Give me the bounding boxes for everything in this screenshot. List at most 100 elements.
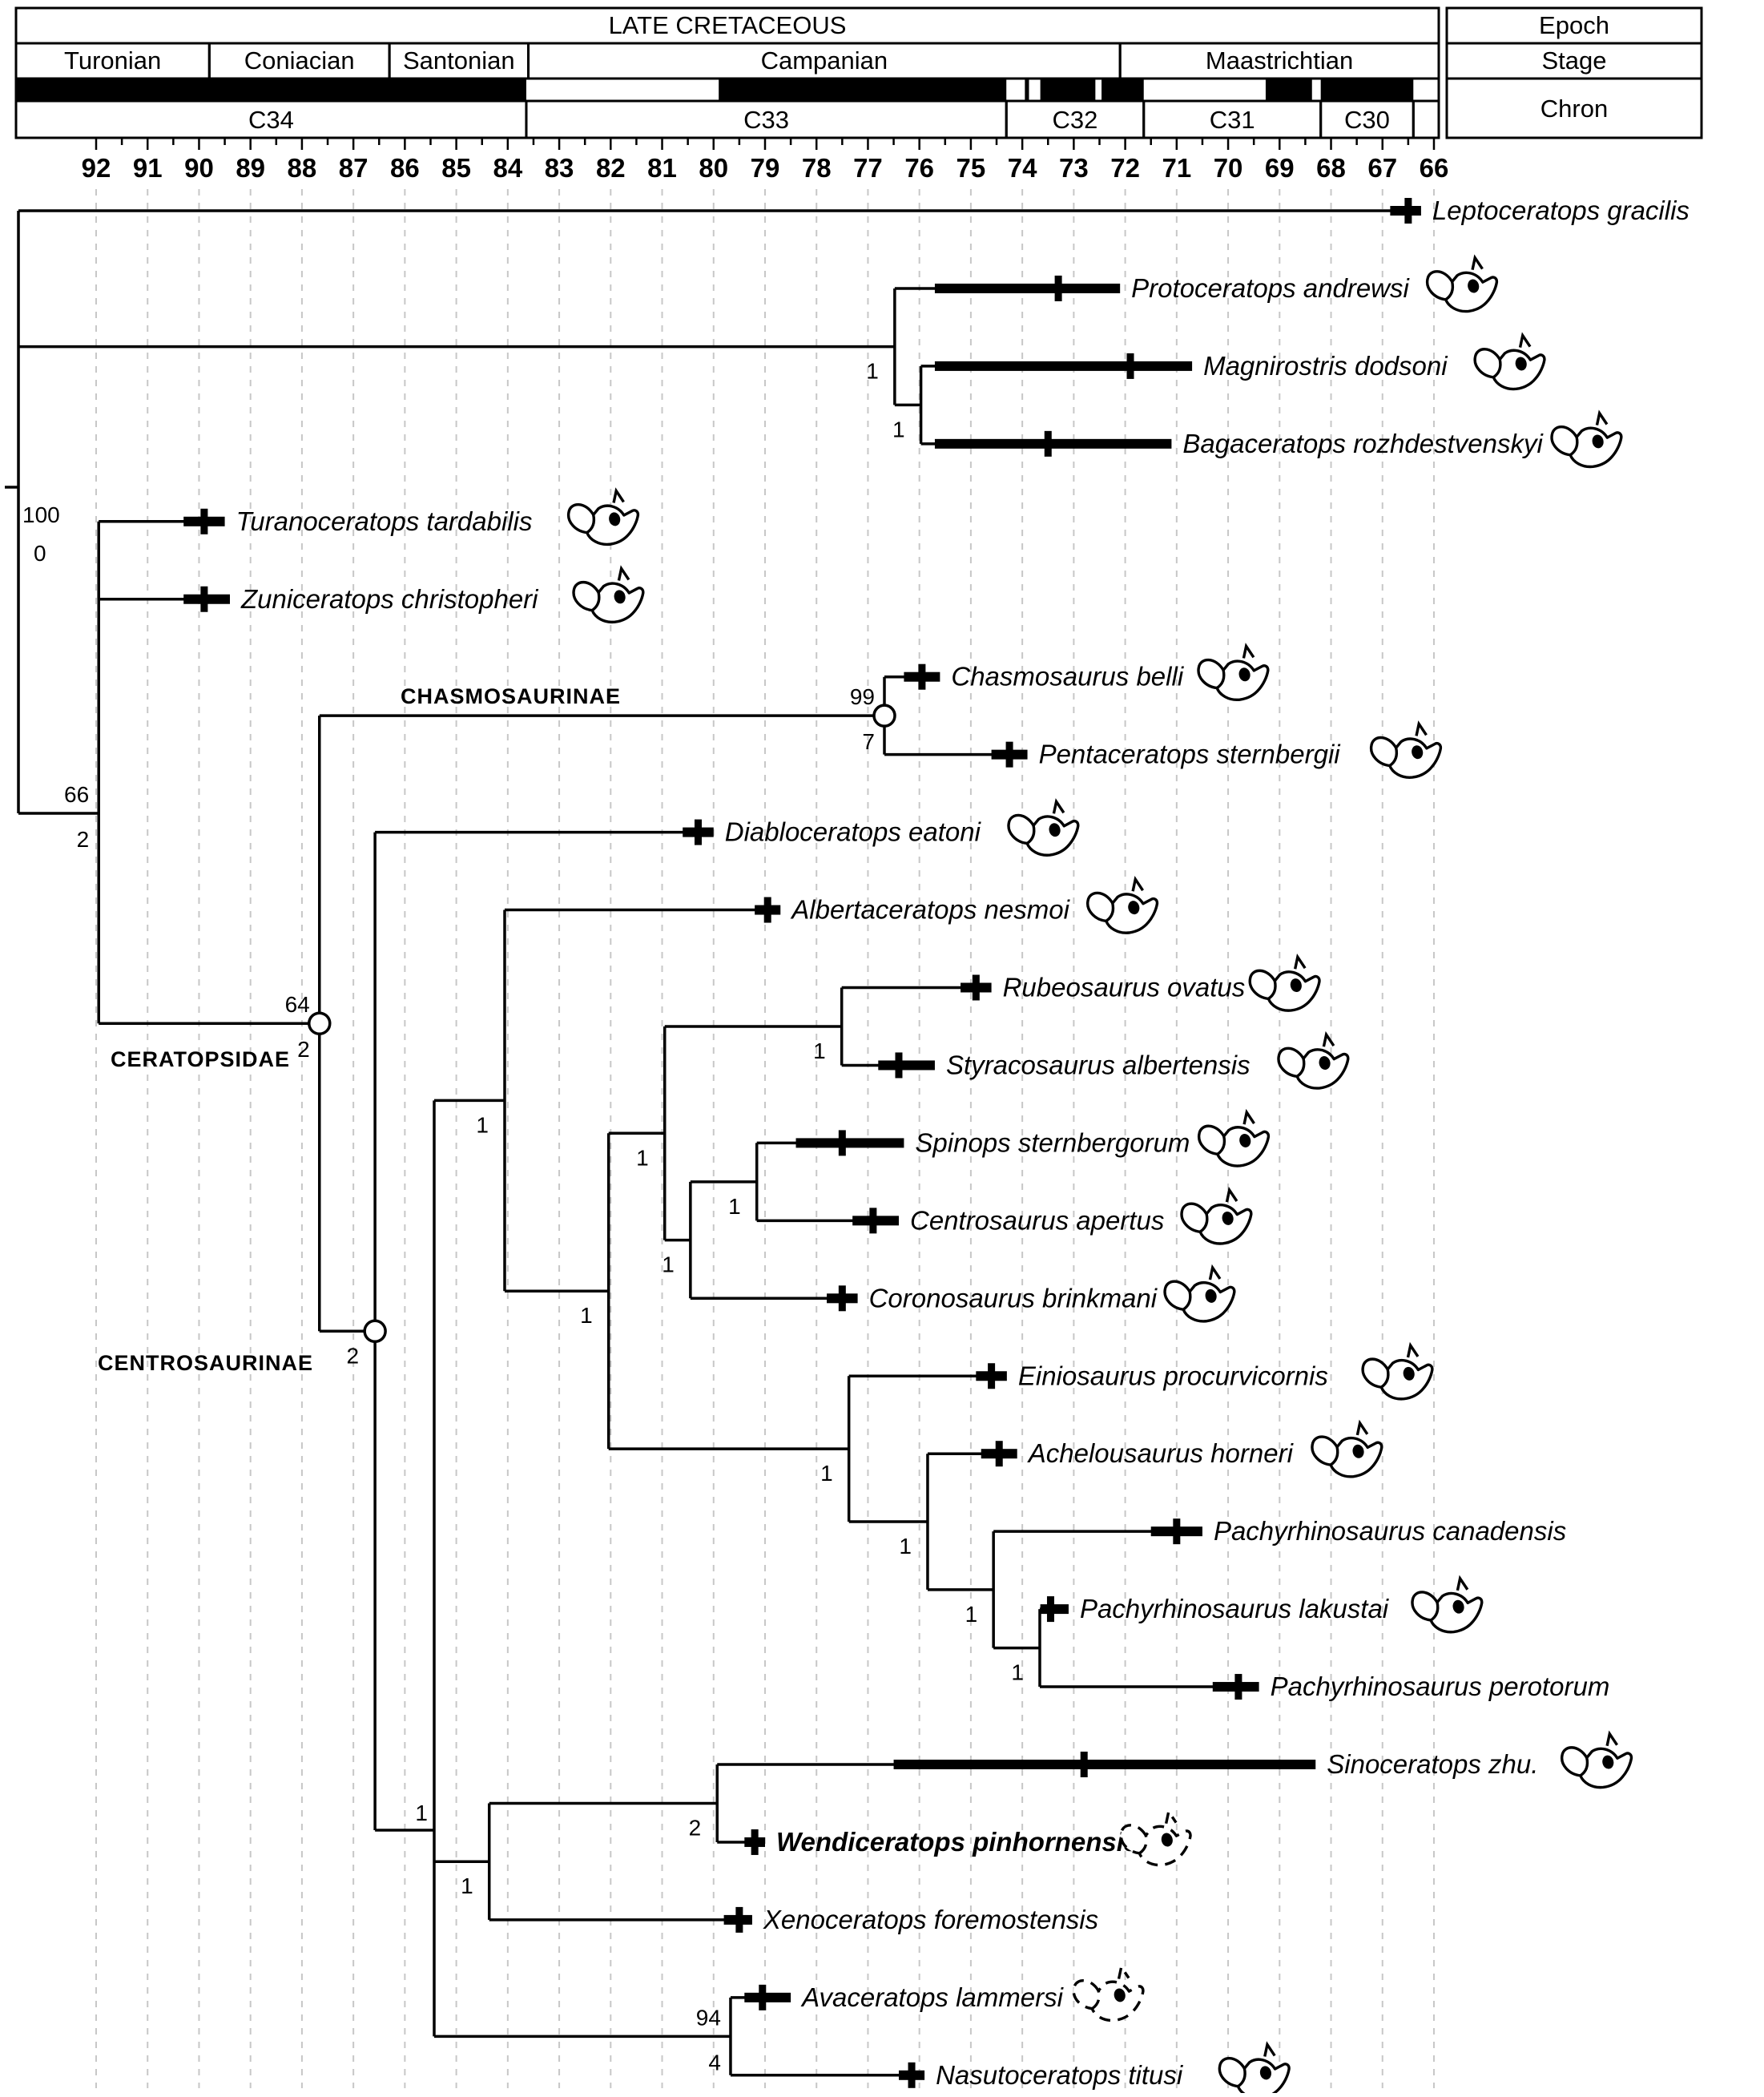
axis-tick-label: 84 xyxy=(493,153,522,183)
taxon-label: Sinoceratops zhu. xyxy=(1327,1749,1538,1779)
clade-label: CERATOPSIDAE xyxy=(111,1047,290,1071)
axis-tick-label: 73 xyxy=(1059,153,1089,183)
range-bar xyxy=(893,1760,1316,1769)
chron-label: C30 xyxy=(1344,106,1390,134)
node-support-label: 7 xyxy=(862,729,875,754)
node-circle xyxy=(363,1319,387,1344)
node-support-label: 1 xyxy=(662,1252,675,1277)
axis-tick-label: 90 xyxy=(184,153,214,183)
taxon-label: Wendiceratops pinhornensis xyxy=(776,1827,1138,1857)
node-support-label: 1 xyxy=(965,1602,978,1627)
stage-label: Santonian xyxy=(403,46,515,75)
column-label-chron: Chron xyxy=(1540,95,1608,123)
node-support-label: 64 xyxy=(285,992,310,1017)
axis-tick-label: 68 xyxy=(1316,153,1346,183)
skull-icon xyxy=(1470,330,1551,398)
occurrence-marker xyxy=(838,1285,846,1312)
axis-tick-label: 70 xyxy=(1214,153,1243,183)
node-support-label: 2 xyxy=(297,1037,310,1062)
chron-cell xyxy=(1412,99,1440,139)
node-support-label: 1 xyxy=(728,1194,741,1219)
node-support-label: 99 xyxy=(850,684,875,709)
axis-tick-label: 72 xyxy=(1110,153,1140,183)
skull-icon xyxy=(1194,641,1275,708)
axis-tick-label: 76 xyxy=(904,153,934,183)
occurrence-marker xyxy=(1046,1596,1054,1623)
taxon-label: Turanoceratops tardabilis xyxy=(236,506,533,536)
axis-tick-label: 79 xyxy=(751,153,780,183)
node-support-label: 2 xyxy=(689,1815,702,1840)
stage-label: Turonian xyxy=(64,46,161,75)
axis-tick-label: 80 xyxy=(699,153,728,183)
occurrence-marker xyxy=(200,508,208,534)
axis-tick-label: 88 xyxy=(288,153,317,183)
chron-label: C32 xyxy=(1053,106,1098,134)
column-label-stage: Stage xyxy=(1541,46,1606,75)
taxon-label: Pachyrhinosaurus perotorum xyxy=(1271,1672,1610,1701)
axis-tick-label: 87 xyxy=(339,153,369,183)
taxon-label: Zuniceratops christopheri xyxy=(240,584,539,614)
polarity-block xyxy=(1265,79,1312,100)
node-support-label: 1 xyxy=(580,1303,593,1328)
node-support-label: 1 xyxy=(636,1145,649,1170)
taxon-label: Pentaceratops sternbergii xyxy=(1039,740,1342,769)
skull-icon xyxy=(1408,1573,1488,1641)
occurrence-marker xyxy=(751,1829,759,1855)
axis-tick-label: 75 xyxy=(957,153,986,183)
occurrence-marker xyxy=(694,819,702,845)
skull-icon xyxy=(1274,1030,1355,1097)
skull-icon xyxy=(1245,952,1326,1019)
node-support-label: 1 xyxy=(866,359,879,384)
clade-label: CENTROSAURINAE xyxy=(98,1351,313,1375)
node-support-label: 1 xyxy=(461,1873,473,1898)
axis-tick-label: 67 xyxy=(1367,153,1397,183)
polarity-block xyxy=(719,79,1007,100)
taxon-label: Nasutoceratops titusi xyxy=(936,2060,1184,2090)
skull-icon xyxy=(1004,796,1085,864)
stage-label: Maastrichtian xyxy=(1206,46,1353,75)
taxon-label: Rubeosaurus ovatus xyxy=(1003,973,1246,1002)
node-support-label: 94 xyxy=(696,2005,721,2030)
epoch-label: LATE CRETACEOUS xyxy=(609,11,847,39)
range-bar xyxy=(795,1138,904,1148)
node-support-label: 1 xyxy=(899,1534,912,1559)
range-bar xyxy=(934,283,1121,293)
occurrence-marker xyxy=(895,1052,903,1079)
skull-icon xyxy=(1116,1806,1197,1874)
occurrence-marker xyxy=(869,1208,877,1234)
occurrence-marker xyxy=(1044,430,1052,457)
chron-label: C31 xyxy=(1210,106,1255,134)
taxon-label: Avaceratops lammersi xyxy=(800,1982,1065,2012)
taxon-label: Xenoceratops foremostensis xyxy=(763,1905,1098,1934)
skull-icon xyxy=(1358,1341,1439,1408)
node-support-label: 2 xyxy=(77,827,90,852)
polarity-block xyxy=(16,79,526,100)
taxon-label: Leptoceratops gracilis xyxy=(1432,196,1689,225)
occurrence-marker xyxy=(995,1441,1003,1467)
node-circle xyxy=(872,704,896,728)
occurrence-marker xyxy=(763,897,771,923)
occurrence-marker xyxy=(735,1906,743,1933)
node-support-label: 1 xyxy=(415,1801,428,1825)
axis-tick-label: 89 xyxy=(236,153,265,183)
node-support-label: 1 xyxy=(820,1461,833,1486)
axis-tick-label: 91 xyxy=(133,153,163,183)
taxon-label: Coronosaurus brinkmani xyxy=(869,1283,1158,1313)
skull-icon xyxy=(1307,1418,1388,1486)
skull-icon xyxy=(1177,1185,1258,1252)
taxon-label: Bagaceratops rozhdestvenskyi xyxy=(1182,429,1544,458)
taxon-label: Chasmosaurus belli xyxy=(951,662,1184,692)
node-support-label: 2 xyxy=(347,1343,360,1368)
chron-label: C34 xyxy=(248,106,294,134)
stage-label: Coniacian xyxy=(244,46,355,75)
skull-icon xyxy=(1083,874,1164,942)
node-support-label: 66 xyxy=(64,782,89,807)
taxon-label: Diabloceratops eatoni xyxy=(725,817,982,847)
skull-icon xyxy=(1557,1728,1638,1797)
occurrence-marker xyxy=(759,1984,767,2010)
range-bar xyxy=(1040,1604,1069,1615)
stage-label: Campanian xyxy=(761,46,888,75)
column-label-epoch: Epoch xyxy=(1539,11,1609,39)
taxon-label: Styracosaurus albertensis xyxy=(946,1050,1251,1079)
